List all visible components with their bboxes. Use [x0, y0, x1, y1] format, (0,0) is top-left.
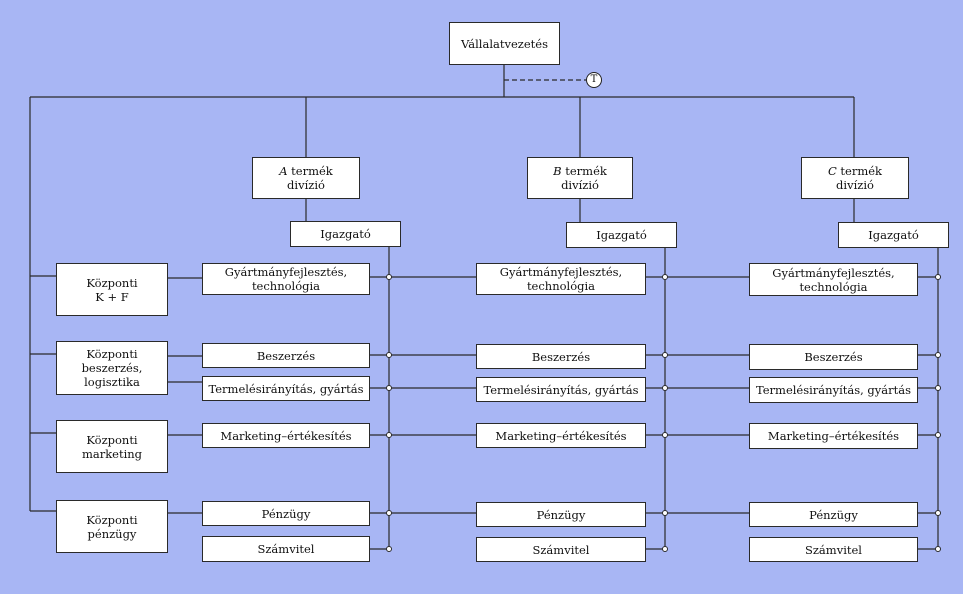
a-finance-label: Pénzügy	[261, 506, 311, 521]
central-marketing-line1: Központi	[86, 432, 138, 447]
b-finance-label: Pénzügy	[536, 507, 586, 522]
c-production-box: Termelésirányítás, gyártás	[749, 377, 918, 403]
director-b-box: Igazgató	[566, 222, 677, 248]
b-procurement-box: Beszerzés	[476, 344, 646, 369]
a-rd-box: Gyártmányfejlesztés,technológia	[202, 263, 370, 295]
division-b-letter: B	[553, 164, 562, 178]
top-management-box: Vállalatvezetés	[449, 22, 560, 65]
b-rd-box: Gyártmányfejlesztés,technológia	[476, 263, 646, 295]
a-accounting-label: Számvitel	[257, 542, 315, 556]
a-marketing-box: Marketing–értékesítés	[202, 423, 370, 448]
c-finance-label: Pénzügy	[809, 507, 858, 522]
c-marketing-box: Marketing–értékesítés	[749, 423, 918, 449]
division-c-title-rest: termék	[836, 164, 883, 178]
a-finance-box: Pénzügy	[202, 501, 370, 526]
staff-marker-circle: T	[586, 72, 602, 88]
division-b-title-rest: termék	[561, 164, 607, 178]
c-rd-line2: technológia	[799, 279, 868, 294]
top-management-label: Vállalatvezetés	[461, 36, 548, 51]
division-a-line2: divízió	[287, 178, 325, 192]
division-c-letter: C	[827, 164, 837, 178]
c-finance-box: Pénzügy	[749, 502, 918, 527]
c-procurement-label: Beszerzés	[804, 350, 863, 364]
c-marketing-label: Marketing–értékesítés	[767, 429, 900, 443]
b-accounting-box: Számvitel	[476, 537, 646, 562]
b-finance-box: Pénzügy	[476, 502, 646, 527]
division-a-title-rest: termék	[287, 164, 333, 178]
a-procurement-box: Beszerzés	[202, 343, 370, 368]
b-production-label: Termelésirányítás, gyártás	[483, 382, 639, 397]
b-accounting-label: Számvitel	[532, 542, 590, 557]
b-marketing-box: Marketing–értékesítés	[476, 423, 646, 448]
director-a-box: Igazgató	[290, 221, 401, 247]
c-procurement-box: Beszerzés	[749, 344, 918, 370]
b-marketing-label: Marketing–értékesítés	[495, 428, 627, 443]
a-procurement-label: Beszerzés	[256, 348, 316, 363]
director-a-label: Igazgató	[320, 227, 371, 241]
b-rd-line2: technológia	[526, 279, 596, 293]
b-production-box: Termelésirányítás, gyártás	[476, 377, 646, 402]
c-accounting-label: Számvitel	[805, 542, 862, 557]
central-rd-line1: Központi	[86, 275, 138, 290]
director-b-label: Igazgató	[596, 228, 647, 242]
c-rd-box: Gyártmányfejlesztés,technológia	[749, 263, 918, 296]
central-rd-line2: K + F	[95, 289, 129, 304]
director-c-label: Igazgató	[868, 228, 919, 242]
central-procurement-line1: Központi	[86, 347, 138, 361]
a-rd-line1: Gyártmányfejlesztés,	[224, 265, 348, 279]
b-procurement-label: Beszerzés	[531, 349, 591, 364]
a-production-label: Termelésirányítás, gyártás	[208, 381, 364, 396]
a-production-box: Termelésirányítás, gyártás	[202, 376, 370, 401]
central-marketing-line2: marketing	[81, 446, 143, 461]
central-finance-line2: pénzügy	[87, 526, 137, 541]
central-procurement-line2: beszerzés,	[81, 361, 143, 375]
central-procurement-line3: logisztika	[84, 375, 140, 389]
a-rd-line2: technológia	[251, 279, 321, 293]
director-c-box: Igazgató	[838, 222, 949, 248]
a-accounting-box: Számvitel	[202, 536, 370, 562]
division-b-line2: divízió	[561, 178, 599, 192]
c-rd-line1: Gyártmányfejlesztés,	[772, 265, 895, 280]
a-marketing-label: Marketing–értékesítés	[220, 428, 352, 443]
division-c-line2: divízió	[836, 178, 874, 192]
b-rd-line1: Gyártmányfejlesztés,	[499, 265, 623, 279]
central-finance-line1: Központi	[86, 512, 138, 527]
c-accounting-box: Számvitel	[749, 537, 918, 562]
division-a-letter: A	[279, 164, 288, 178]
c-production-label: Termelésirányítás, gyártás	[755, 383, 912, 397]
